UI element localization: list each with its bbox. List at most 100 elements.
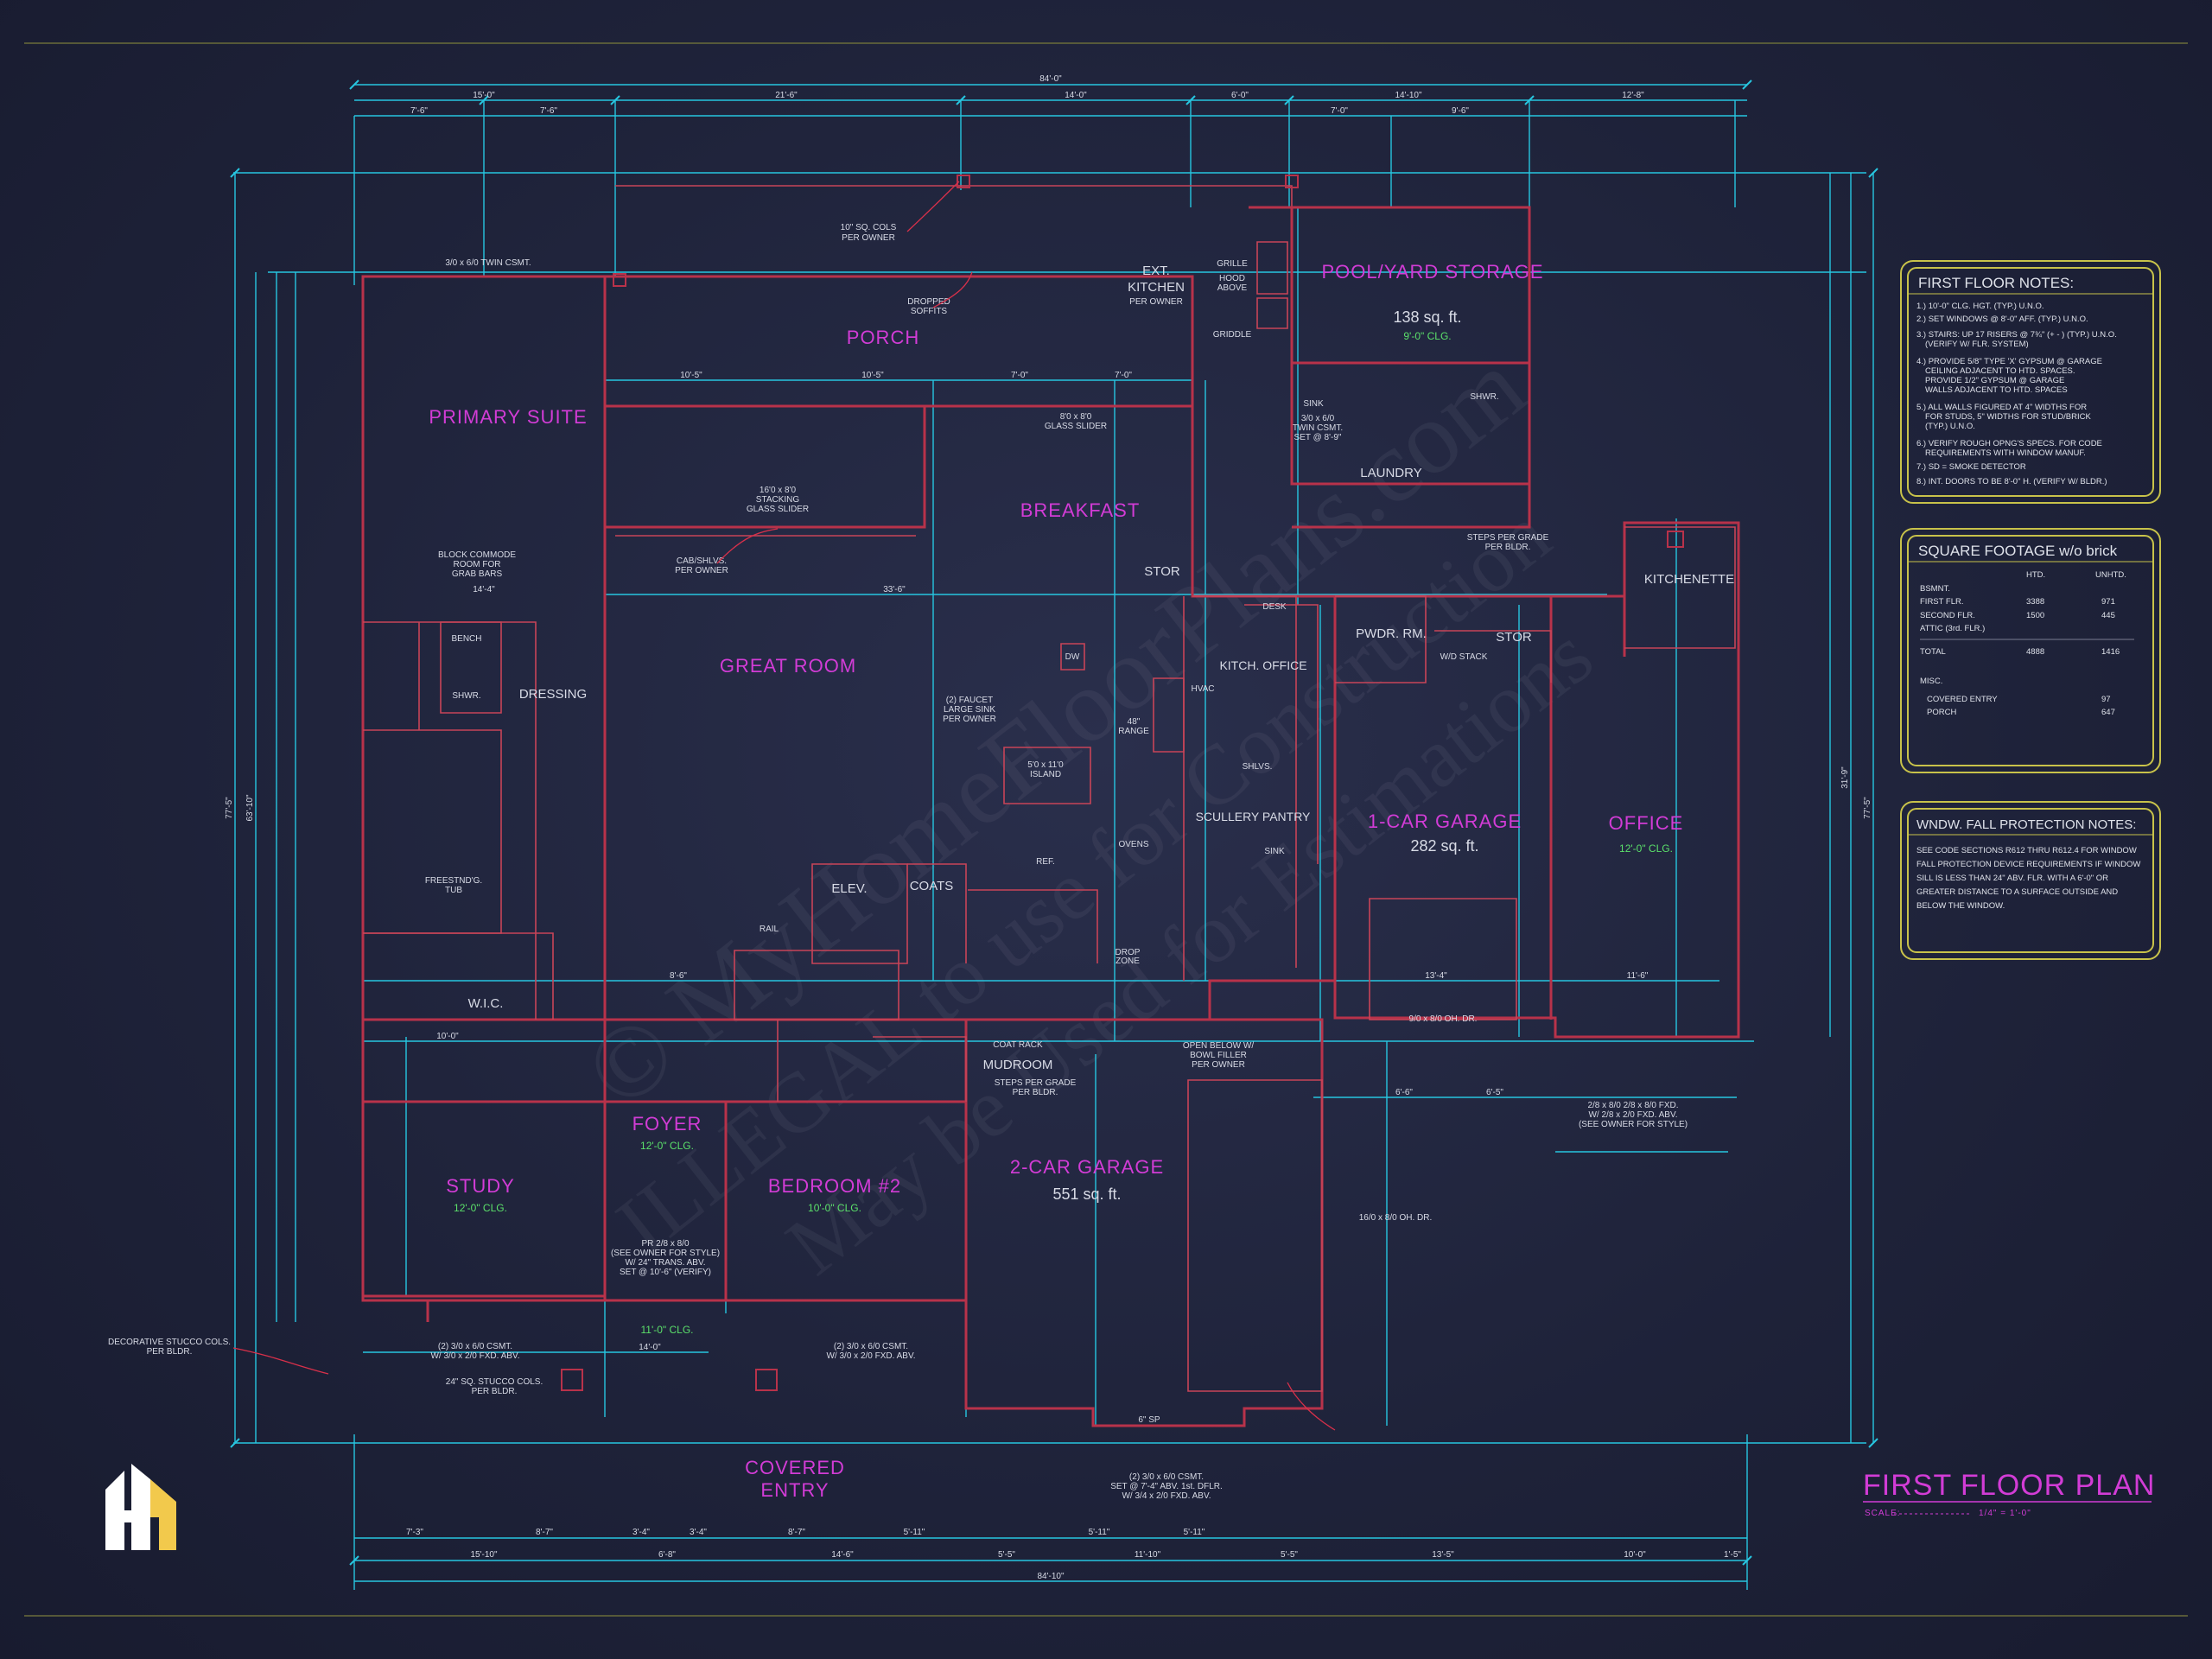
dim-bottom-2: 6'-8" bbox=[658, 1550, 676, 1560]
fall-line-3: SILL IS LESS THAN 24" ABV. FLR. WITH A 6… bbox=[1916, 874, 2108, 883]
notes-item-3: 3.) STAIRS: UP 17 RISERS @ 7¾" (+ - ) (T… bbox=[1916, 330, 2117, 340]
note-dishwasher: DW bbox=[1065, 652, 1080, 662]
room-office: OFFICE bbox=[1609, 812, 1684, 834]
note-coat-rack: COAT RACK bbox=[993, 1040, 1043, 1050]
room-bedroom-2: BEDROOM #2 bbox=[768, 1175, 901, 1197]
note-twin-csmt-c: TWIN CSMT. bbox=[1293, 423, 1343, 433]
note-range: 48" bbox=[1128, 717, 1141, 727]
notes-item-5: 4.) PROVIDE 5/8" TYPE 'X' GYPSUM @ GARAG… bbox=[1916, 357, 2102, 366]
scale-label: SCALE: bbox=[1865, 1509, 1901, 1518]
note-open-below-2: BOWL FILLER bbox=[1190, 1051, 1247, 1060]
dim-bottom-10: 7'-3" bbox=[406, 1528, 423, 1537]
note-dropped-2: SOFFITS bbox=[911, 307, 948, 316]
notes-title: FIRST FLOOR NOTES: bbox=[1918, 275, 2074, 291]
note-griddle: GRIDDLE bbox=[1213, 330, 1252, 340]
scale-value: 1/4" = 1'-0" bbox=[1979, 1509, 2031, 1518]
note-stacking: 16'0 x 8'0 bbox=[760, 486, 797, 495]
dim-int-10: 11'-6" bbox=[1627, 971, 1649, 981]
dim-bottom-total: 84'-10" bbox=[1037, 1572, 1064, 1581]
note-ref: REF. bbox=[1036, 857, 1055, 867]
dim-top-7: 7'-6" bbox=[410, 106, 428, 116]
dim-int-6: 14'-4" bbox=[473, 585, 495, 594]
sqft-misc-label-1: COVERED ENTRY bbox=[1927, 695, 1998, 704]
room-dressing: DRESSING bbox=[519, 687, 587, 702]
dim-bottom-6: 5'-5" bbox=[1281, 1550, 1298, 1560]
sqft-row-label-4: ATTIC (3rd. FLR.) bbox=[1920, 624, 1985, 633]
room-2-car-garage: 2-CAR GARAGE bbox=[1010, 1156, 1164, 1178]
sqft-misc-label-2: PORCH bbox=[1927, 708, 1956, 717]
dim-top-2: 21'-6" bbox=[775, 91, 798, 100]
dim-bottom-4: 5'-5" bbox=[998, 1550, 1015, 1560]
room-elevator: ELEV. bbox=[831, 881, 867, 896]
room-labels: PRIMARY SUITE PORCH POOL/YARD STORAGE 13… bbox=[429, 261, 1734, 1501]
dim-bottom-15: 5'-11" bbox=[904, 1528, 925, 1537]
dim-bottom-1: 15'-10" bbox=[470, 1550, 497, 1560]
notes-item-9: 5.) ALL WALLS FIGURED AT 4" WIDTHS FOR bbox=[1916, 403, 2087, 412]
dim-top-8: 7'-6" bbox=[540, 106, 557, 116]
annotation-labels: 10" SQ. COLS PER OWNER DROPPED SOFFITS 1… bbox=[108, 223, 1688, 1501]
sqft-row-label-3: SECOND FLR. bbox=[1920, 611, 1975, 620]
note-office-door-3: (SEE OWNER FOR STYLE) bbox=[1579, 1120, 1688, 1129]
room-mudroom: MUDROOM bbox=[983, 1058, 1053, 1072]
square-footage-panel: SQUARE FOOTAGE w/o brick HTD. UNHTD. BSM… bbox=[1900, 528, 2161, 773]
note-block: BLOCK COMMODE bbox=[438, 550, 516, 560]
note-open-below: OPEN BELOW W/ bbox=[1183, 1041, 1254, 1051]
sqft-row-htd-2: 3388 bbox=[2026, 597, 2044, 607]
note-shower: SHWR. bbox=[452, 691, 480, 701]
note-office-door-2: W/ 2/8 x 2/0 FXD. ABV. bbox=[1588, 1110, 1677, 1120]
notes-item-2: 2.) SET WINDOWS @ 8'-0" AFF. (TYP.) U.N.… bbox=[1916, 315, 2088, 324]
note-steps-garage: STEPS PER GRADE bbox=[1467, 533, 1549, 543]
sqft-row-htd-3: 1500 bbox=[2026, 611, 2044, 620]
notes-item-1: 1.) 10'-0" CLG. HGT. (TYP.) U.N.O. bbox=[1916, 302, 2044, 311]
notes-item-13: REQUIREMENTS WITH WINDOW MANUF. bbox=[1925, 448, 2086, 458]
note-tub-2: TUB bbox=[445, 886, 462, 895]
note-hood-2: ABOVE bbox=[1217, 283, 1248, 293]
notes-item-15: 8.) INT. DOORS TO BE 8'-0" H. (VERIFY W/… bbox=[1916, 477, 2107, 486]
note-steps: STEPS PER GRADE bbox=[995, 1078, 1077, 1088]
dim-int-8: 8'-6" bbox=[670, 971, 687, 981]
note-office-door: 2/8 x 8/0 2/8 x 8/0 FXD. bbox=[1587, 1101, 1678, 1110]
note-stack: W/D STACK bbox=[1440, 652, 1488, 662]
note-steps-garage-2: PER BLDR. bbox=[1485, 543, 1531, 552]
fall-line-1: SEE CODE SECTIONS R612 THRU R612.4 FOR W… bbox=[1916, 846, 2137, 855]
dim-bottom-5: 11'-10" bbox=[1135, 1550, 1161, 1560]
dim-int-12: 6'-5" bbox=[1486, 1088, 1503, 1097]
entry-clg: 11'-0" CLG. bbox=[640, 1324, 693, 1336]
note-hood: HOOD bbox=[1219, 274, 1245, 283]
dim-int-5: 33'-6" bbox=[883, 585, 906, 594]
fall-line-2: FALL PROTECTION DEVICE REQUIREMENTS IF W… bbox=[1916, 860, 2140, 869]
study-clg: 12'-0" CLG. bbox=[454, 1202, 507, 1214]
sqft-row-label-1: BSMNT. bbox=[1920, 584, 1950, 594]
sqft-misc-label: MISC. bbox=[1920, 677, 1942, 686]
notes-item-6: CEILING ADJACENT TO HTD. SPACES. bbox=[1925, 366, 2075, 376]
note-twin-csmt: 3/0 x 6/0 TWIN CSMT. bbox=[445, 258, 531, 268]
note-bench: BENCH bbox=[451, 634, 481, 644]
fall-line-5: BELOW THE WINDOW. bbox=[1916, 901, 2005, 911]
pool-storage-sqft: 138 sq. ft. bbox=[1393, 308, 1461, 326]
note-bed-csmt-2: W/ 3/0 x 2/0 FXD. ABV. bbox=[826, 1351, 915, 1361]
note-garage-csmt: (2) 3/0 x 6/0 CSMT. bbox=[1129, 1472, 1204, 1482]
ext-kitchen-line-3: PER OWNER bbox=[1129, 297, 1183, 307]
note-decorative-cols: DECORATIVE STUCCO COLS. bbox=[108, 1338, 231, 1347]
note-front-door-3: W/ 24" TRANS. ABV. bbox=[625, 1258, 705, 1268]
ext-kitchen-line-1: EXT. bbox=[1142, 264, 1170, 278]
notes-item-11: (TYP.) U.N.O. bbox=[1925, 422, 1975, 431]
office-clg: 12'-0" CLG. bbox=[1619, 842, 1673, 855]
room-great-room: GREAT ROOM bbox=[720, 655, 856, 677]
dim-left-total: 77'-5" bbox=[225, 797, 234, 819]
dim-right-total: 77'-5" bbox=[1863, 797, 1872, 819]
note-cabinets: CAB/SHLVS. bbox=[677, 556, 727, 566]
note-study-csmt-2: W/ 3/0 x 2/0 FXD. ABV. bbox=[430, 1351, 519, 1361]
notes-item-12: 6.) VERIFY ROUGH OPNG'S SPECS. FOR CODE bbox=[1916, 439, 2102, 448]
dim-right-2: 31'-9" bbox=[1840, 766, 1850, 789]
room-study: STUDY bbox=[446, 1175, 515, 1197]
sqft-misc-value-2: 647 bbox=[2101, 708, 2115, 717]
dim-top-1: 15'-0" bbox=[473, 91, 495, 100]
room-coats: COATS bbox=[910, 879, 954, 893]
room-kitchenette: KITCHENETTE bbox=[1644, 572, 1734, 587]
room-kitchen-office: KITCH. OFFICE bbox=[1219, 658, 1306, 672]
note-front-door-2: (SEE OWNER FOR STYLE) bbox=[611, 1249, 720, 1258]
sqft-table: HTD. UNHTD. BSMNT. FIRST FLR. 3388 971 S… bbox=[1920, 570, 2134, 717]
dim-top-6: 12'-8" bbox=[1622, 91, 1644, 100]
